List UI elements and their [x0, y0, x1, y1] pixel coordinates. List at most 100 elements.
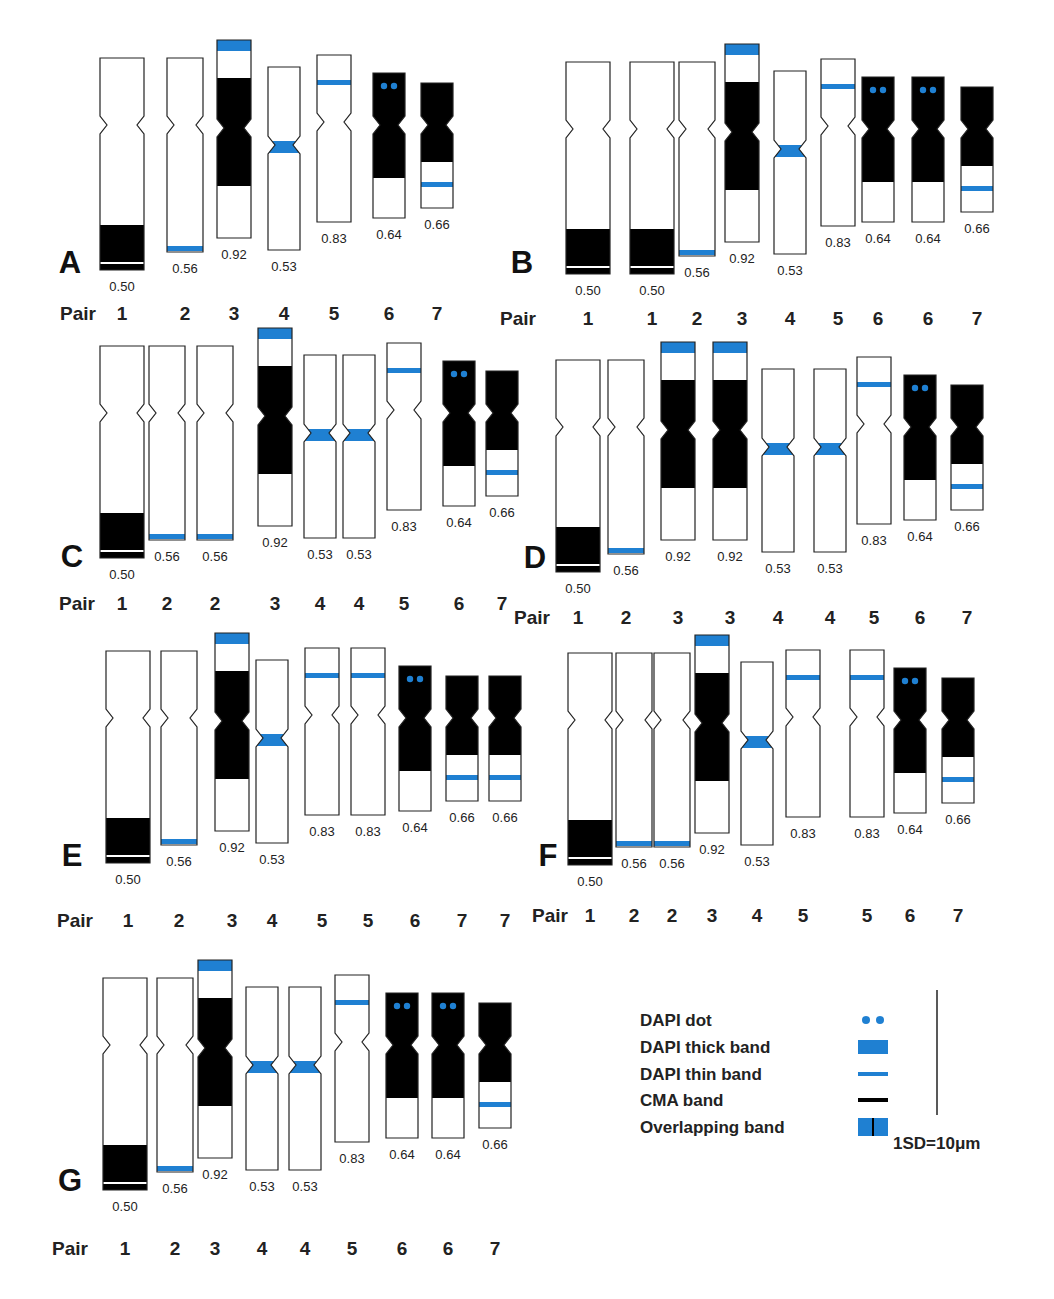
pair-number: 4	[354, 594, 365, 613]
chromosome-outline	[443, 361, 475, 506]
dapi-band	[652, 841, 692, 846]
chromosome	[949, 385, 985, 510]
arm-ratio-value: 0.83	[825, 236, 850, 249]
panel-letter: D	[524, 542, 546, 573]
pair-number: 4	[279, 304, 290, 323]
chromosome	[244, 987, 280, 1170]
arm-ratio-value: 0.56	[684, 266, 709, 279]
pair-number: 4	[315, 594, 326, 613]
cma-band	[98, 262, 146, 264]
chromosome-outline	[446, 676, 478, 801]
dapi-band	[949, 484, 985, 489]
chromosome-outline	[386, 993, 418, 1138]
dapi-band	[195, 534, 235, 539]
panel-letter: B	[511, 247, 533, 278]
arm-ratio-value: 0.92	[202, 1168, 227, 1181]
arm-ratio-value: 0.83	[790, 827, 815, 840]
arm-ratio-value: 0.66	[954, 520, 979, 533]
chromosome-outline	[630, 62, 674, 274]
arm-ratio-value: 0.53	[346, 548, 371, 561]
chromosome-bands	[554, 527, 602, 572]
legend-text: DAPI thin band	[640, 1066, 762, 1083]
chromosome	[902, 375, 938, 520]
chromosome	[155, 978, 195, 1172]
pair-number: 7	[953, 906, 964, 925]
chromosome-outline	[479, 1003, 511, 1128]
chromosome	[419, 83, 455, 208]
dapi-dot	[912, 678, 918, 684]
dapi-band	[155, 1166, 195, 1171]
pair-number: 2	[170, 1239, 181, 1258]
chromosome-outline	[786, 650, 820, 817]
chromosome-bands	[959, 87, 995, 191]
pair-number: 2	[667, 906, 678, 925]
dapi-band	[315, 80, 353, 85]
pair-number: 6	[873, 309, 884, 328]
chromosome-bands	[101, 1145, 149, 1190]
chromosome-body	[157, 978, 193, 1172]
chromosome-bands	[723, 44, 761, 190]
dapi-band	[819, 84, 857, 89]
dapi-band	[477, 1102, 513, 1107]
chromosome-bands	[564, 229, 612, 274]
chromosome-bands	[213, 633, 251, 779]
legend-dot-sample	[862, 1016, 870, 1024]
chromosome	[256, 328, 294, 526]
pair-number: 4	[785, 309, 796, 328]
pair-number: 5	[869, 608, 880, 627]
chromosome-bands	[760, 443, 796, 455]
cma-band	[101, 1182, 149, 1184]
arm-ratio-value: 0.64	[907, 530, 932, 543]
chromosome	[566, 653, 614, 865]
pair-number: 2	[162, 594, 173, 613]
dapi-band	[484, 470, 520, 475]
chromosome-outline	[556, 360, 600, 572]
chromosome	[254, 660, 290, 843]
pair-number: 7	[490, 1239, 501, 1258]
chromosome-outline	[157, 978, 193, 1172]
chromosome-bands	[384, 993, 420, 1098]
pair-heading: Pair	[57, 911, 93, 930]
pair-heading: Pair	[59, 594, 95, 613]
dapi-band	[959, 186, 995, 191]
chromosome-outline	[149, 346, 185, 540]
pair-number: 1	[583, 309, 594, 328]
arm-ratio-value: 0.92	[699, 843, 724, 856]
chromosome-outline	[679, 62, 715, 256]
chromosome-bands	[397, 666, 433, 771]
chromosome	[430, 993, 466, 1138]
chromosome-outline	[256, 660, 288, 843]
chromosome-outline	[486, 371, 518, 496]
pair-number: 2	[621, 608, 632, 627]
chromosome	[848, 650, 886, 817]
chromosome-outline	[695, 635, 729, 833]
pair-number: 4	[825, 608, 836, 627]
heterochromatin-block	[397, 666, 433, 771]
heterochromatin-block	[477, 1003, 513, 1082]
chromosome-body	[654, 653, 690, 847]
legend-thin-sample	[858, 1072, 888, 1076]
arm-ratio-value: 0.50	[109, 280, 134, 293]
pair-number: 1	[585, 906, 596, 925]
pair-number: 7	[962, 608, 973, 627]
chromosome	[384, 993, 420, 1138]
chromosome	[860, 77, 896, 222]
chromosome	[628, 62, 676, 274]
chromosome-bands	[244, 1061, 280, 1073]
chromosome	[349, 648, 387, 815]
chromosome-outline	[268, 67, 300, 250]
dapi-band	[659, 342, 697, 353]
chromosome-outline	[725, 44, 759, 242]
chromosome-outline	[161, 651, 197, 845]
chromosome	[940, 678, 976, 803]
chromosome-bands	[606, 548, 646, 553]
arm-ratio-value: 0.50	[639, 284, 664, 297]
chromosome-bands	[371, 73, 407, 178]
chromosome-body	[814, 369, 846, 552]
chromosome	[477, 1003, 513, 1128]
arm-ratio-value: 0.92	[262, 536, 287, 549]
legend-text: Overlapping band	[640, 1119, 785, 1136]
pair-number: 4	[300, 1239, 311, 1258]
chromosome-outline	[608, 360, 644, 554]
chromosome-outline	[961, 87, 993, 212]
